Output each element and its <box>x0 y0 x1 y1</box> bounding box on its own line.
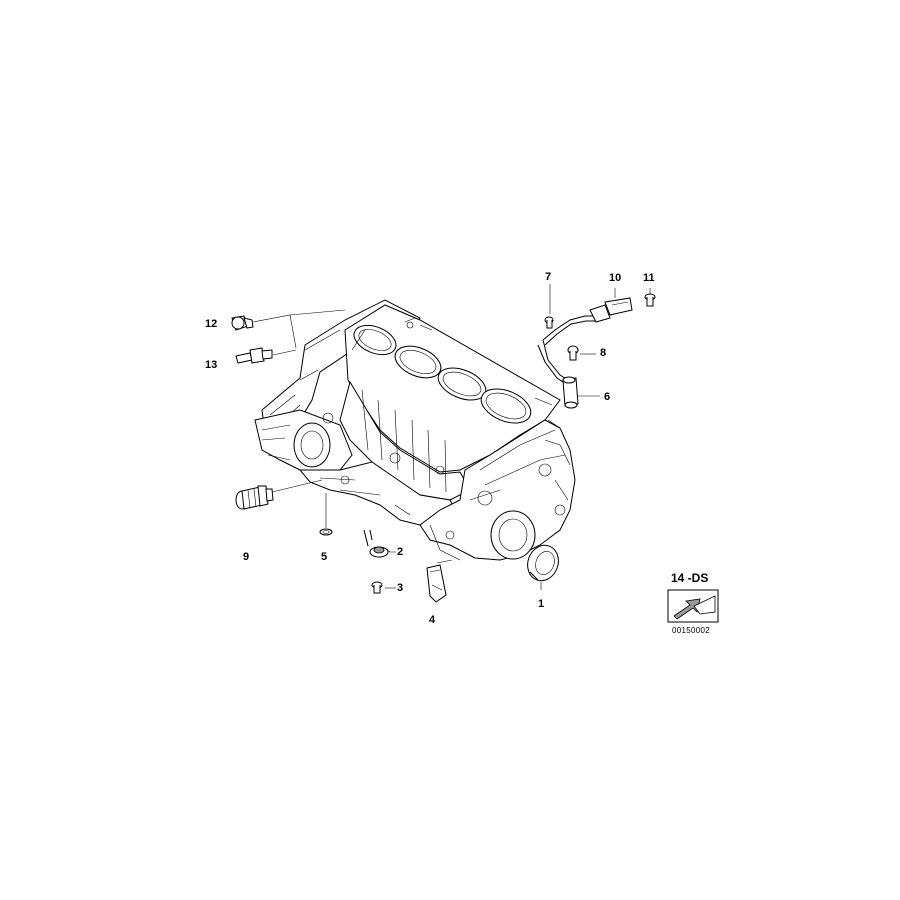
callout-11[interactable]: 11 <box>643 272 655 284</box>
part-3-bolt <box>371 581 383 594</box>
part-5-seal <box>319 528 333 536</box>
callout-9[interactable]: 9 <box>243 551 250 563</box>
part-10-wiring-bracket <box>537 297 633 385</box>
section-code: 14 -DS <box>671 571 709 585</box>
part-1-shaft-seal <box>527 544 559 582</box>
callout-13[interactable]: 13 <box>205 359 218 371</box>
part-7-bolt <box>544 316 554 329</box>
part-4-bracket <box>426 564 447 603</box>
part-2-oil-nozzle <box>363 529 389 558</box>
part-13-fitting <box>235 347 273 364</box>
callout-6[interactable]: 6 <box>604 391 611 403</box>
callout-10[interactable]: 10 <box>609 272 622 284</box>
callout-5[interactable]: 5 <box>321 551 328 563</box>
part-8-bolt <box>567 345 579 361</box>
callout-12[interactable]: 12 <box>205 318 218 330</box>
leader-lines <box>252 284 651 590</box>
callout-7[interactable]: 7 <box>545 271 552 283</box>
callout-2[interactable]: 2 <box>397 546 404 558</box>
part-11-bolt <box>644 293 656 307</box>
callout-1[interactable]: 1 <box>538 598 545 610</box>
reference-number: 00150002 <box>672 626 710 635</box>
engine-block-illustration <box>254 299 576 561</box>
callout-3[interactable]: 3 <box>397 582 404 594</box>
arrow-icon <box>667 589 719 623</box>
part-12-plug <box>231 315 254 331</box>
callout-8[interactable]: 8 <box>600 347 607 359</box>
callout-4[interactable]: 4 <box>429 614 436 626</box>
part-9-sensor <box>235 485 274 510</box>
part-6-sensor <box>562 376 579 409</box>
